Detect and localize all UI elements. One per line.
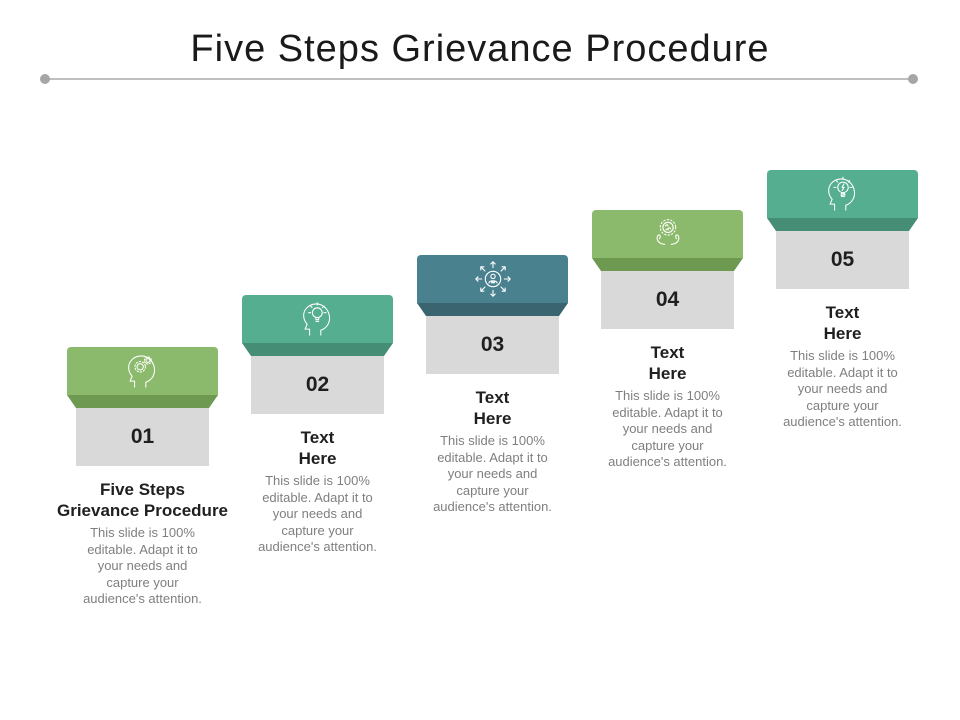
step-number: 04 bbox=[655, 288, 680, 311]
step-02-header bbox=[242, 295, 393, 343]
step-description: This slide is 100% editable. Adapt it to… bbox=[608, 388, 727, 470]
step-number: 03 bbox=[480, 333, 505, 356]
step-04-number-block: 04 bbox=[601, 271, 734, 329]
step-03: 03 Text Here This slide is 100% editable… bbox=[405, 255, 580, 516]
step-01-header bbox=[67, 347, 218, 395]
step-description: This slide is 100% editable. Adapt it to… bbox=[83, 525, 202, 607]
step-05-header bbox=[767, 170, 918, 218]
step-02-number-block: 02 bbox=[251, 356, 384, 414]
step-number: 01 bbox=[130, 425, 155, 448]
step-05-bevel bbox=[767, 218, 918, 231]
step-number: 05 bbox=[830, 248, 855, 271]
step-02-bevel bbox=[242, 343, 393, 356]
step-04-header bbox=[592, 210, 743, 258]
head-lightbulb-icon bbox=[302, 302, 330, 336]
divider-dot-right bbox=[908, 74, 918, 84]
step-04: 04 Text Here This slide is 100% editable… bbox=[580, 210, 755, 471]
step-02: 02 Text Here This slide is 100% editable… bbox=[230, 295, 405, 556]
slide-title: Five Steps Grievance Procedure bbox=[190, 28, 770, 70]
step-heading: Text Here bbox=[823, 303, 862, 344]
step-01-number-block: 01 bbox=[76, 408, 209, 466]
divider-dot-left bbox=[40, 74, 50, 84]
step-heading: Five Steps Grievance Procedure bbox=[56, 480, 229, 521]
step-01-bevel bbox=[67, 395, 218, 408]
step-description: This slide is 100% editable. Adapt it to… bbox=[783, 348, 902, 430]
head-gears-icon bbox=[127, 355, 155, 388]
step-05: 05 Text Here This slide is 100% editable… bbox=[755, 170, 930, 431]
step-heading: Text Here bbox=[298, 428, 337, 469]
step-heading: Text Here bbox=[648, 343, 687, 384]
step-heading: Text Here bbox=[473, 388, 512, 429]
head-bulb-bolt-icon bbox=[827, 176, 855, 211]
step-01: 01 Five Steps Grievance Procedure This s… bbox=[55, 347, 230, 608]
step-03-header bbox=[417, 255, 568, 303]
step-04-bevel bbox=[592, 258, 743, 271]
step-description: This slide is 100% editable. Adapt it to… bbox=[433, 433, 552, 515]
step-03-number-block: 03 bbox=[426, 316, 559, 374]
step-05-number-block: 05 bbox=[776, 231, 909, 289]
title-divider bbox=[46, 78, 914, 80]
step-number: 02 bbox=[305, 373, 330, 396]
step-description: This slide is 100% editable. Adapt it to… bbox=[258, 473, 377, 555]
person-arrows-icon bbox=[474, 261, 511, 297]
hands-brain-icon bbox=[656, 219, 679, 245]
step-03-bevel bbox=[417, 303, 568, 316]
